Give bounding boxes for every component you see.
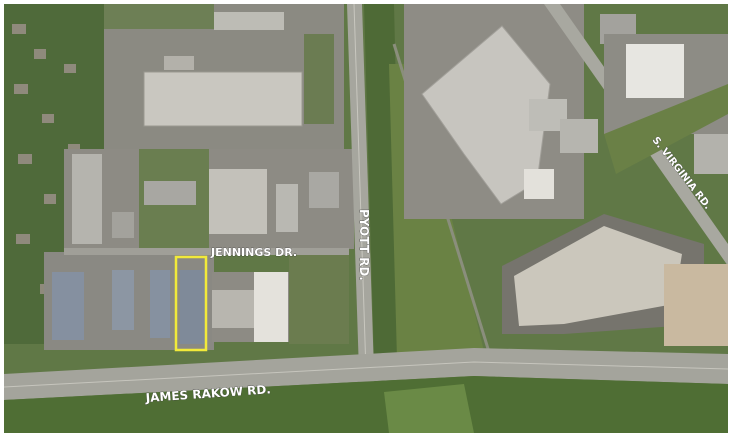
aerial-map: JENNINGS DR. PYOTT RD. S. VIRGINIA RD. J… [4, 4, 728, 433]
highlight-box [174, 255, 208, 352]
highlighted-building [180, 270, 206, 344]
building-middle [209, 169, 267, 234]
pyott-label: PYOTT RD. [357, 209, 371, 281]
warehouse-north [144, 72, 302, 126]
white-building [254, 272, 288, 342]
jennings-road [64, 248, 349, 255]
building-northeast [626, 44, 684, 98]
warehouse-east [422, 26, 550, 204]
aerial-map-svg: JENNINGS DR. PYOTT RD. S. VIRGINIA RD. J… [4, 4, 728, 433]
warehouse-southeast [514, 226, 682, 326]
james-rakow-road [4, 348, 728, 400]
jennings-label: JENNINGS DR. [210, 246, 297, 259]
